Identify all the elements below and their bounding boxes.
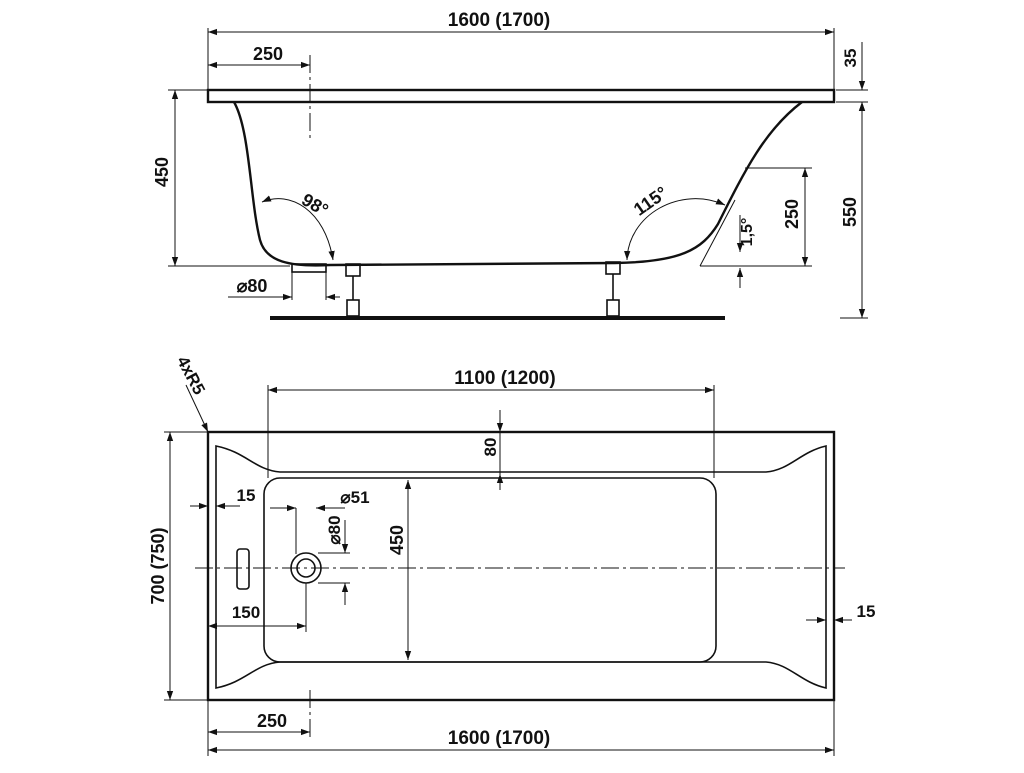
side-foot-left [345, 263, 361, 317]
side-drain [291, 263, 327, 273]
label-rim-thickness: 35 [841, 49, 860, 68]
label-overall-length-top: 1600 (1700) [448, 10, 550, 31]
label-drain-offset: 150 [232, 603, 260, 622]
side-floor [270, 316, 725, 320]
angle-arc-head [261, 195, 335, 261]
label-rim-offset: 250 [253, 44, 283, 64]
angle-arc-foot [624, 198, 726, 261]
side-foot-right [605, 261, 621, 317]
label-offset-left: 15 [237, 486, 256, 505]
label-offset-right: 15 [857, 602, 876, 621]
label-inner-length: 1100 (1200) [454, 368, 555, 389]
plan-basin [263, 477, 717, 663]
side-rim [206, 88, 836, 104]
label-total-height: 550 [840, 197, 860, 227]
plan-inner-rim [215, 444, 827, 690]
side-view: 1600 (1700) 250 35 450 550 250 1,5° 98° [152, 10, 868, 320]
label-inner-width: 450 [387, 525, 407, 555]
plan-view: 4xR5 1100 (1200) 80 15 ⌀51 ⌀80 450 [148, 353, 875, 756]
label-plan-drain-diameter: ⌀80 [325, 515, 344, 544]
label-corner-radius: 4xR5 [173, 353, 209, 398]
label-foot-height: 250 [782, 199, 802, 229]
label-depth: 450 [152, 157, 172, 187]
label-angle-head: 98° [298, 189, 332, 220]
plan-outer-rim [206, 430, 836, 702]
label-rim-width-top: 80 [481, 438, 500, 457]
label-overflow-diameter: ⌀51 [340, 488, 369, 507]
label-slope: 1,5° [739, 218, 756, 247]
label-overall-width: 700 (750) [148, 527, 168, 604]
overflow-icon [236, 548, 250, 590]
label-bottom-offset: 250 [257, 711, 287, 731]
side-tub-body [232, 101, 803, 267]
label-overall-length-bottom: 1600 (1700) [448, 728, 550, 749]
label-side-drain-diameter: ⌀80 [237, 276, 268, 296]
